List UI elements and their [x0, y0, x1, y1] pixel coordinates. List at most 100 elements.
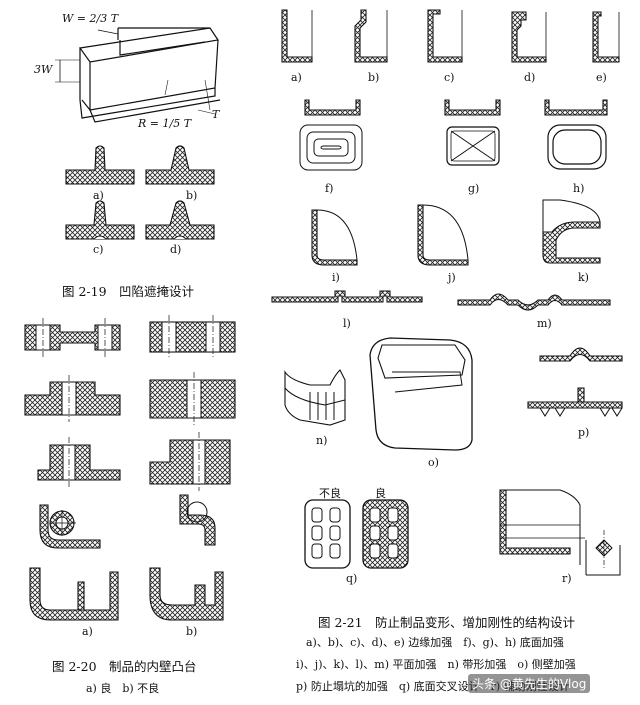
- fig19-label-a: a): [93, 189, 104, 202]
- fig20-row3-bad: [149, 439, 231, 485]
- fig20-label-a: a): [82, 625, 93, 638]
- fig20-row5-good: [29, 567, 119, 621]
- fig20-row5-bad: [149, 567, 224, 621]
- fig21-edge-e: [592, 11, 620, 63]
- fig20-caption: 图 2-20 制品的内壁凸台: [52, 659, 197, 674]
- fig21-aux-r-hidden: [500, 524, 585, 539]
- fig21-edge-a: [281, 9, 313, 63]
- fig19-isometric-channel: [55, 27, 221, 123]
- fig21-label-o: o): [428, 456, 439, 469]
- watermark: 头条 @黄先生的Vlog: [468, 674, 591, 693]
- fig21-collapse-p-tooth: [611, 407, 623, 417]
- fig21-collapse-p-tooth: [539, 407, 551, 417]
- fig21-aux-r-outline: [500, 489, 581, 565]
- fig21-bottom-g-frame: [446, 126, 500, 166]
- fig20-label-b: b): [186, 625, 198, 638]
- fig19-label-b: b): [186, 189, 198, 202]
- fig19-dim-3w: 3W: [34, 63, 53, 76]
- fig21-strip-n-band: [284, 387, 346, 406]
- fig21-bottom-f-section: [304, 99, 361, 116]
- fig20-boss-outline: [186, 501, 208, 523]
- fig21-sidewall-o: [369, 337, 473, 451]
- fig21-cross-q-bad-slot: [311, 543, 323, 559]
- fig21-label-b: b): [368, 71, 380, 84]
- fig21-label-p: p): [578, 426, 590, 439]
- fig21-strip-n-outline: [284, 369, 346, 426]
- fig21-caption: 图 2-21 防止制品变形、增加刚性的结构设计: [318, 615, 576, 630]
- fig21-cross-q-bad-slot: [329, 525, 341, 541]
- fig20-row5-rib: [77, 581, 85, 611]
- fig21-collapse-p-tooth: [599, 407, 611, 417]
- fig21-rigidity-designs: [271, 9, 623, 576]
- fig19-tee-recess: [173, 235, 187, 240]
- fig21-collapse-p-base: [527, 401, 623, 409]
- fig21-cross-q-bad-slot: [329, 543, 341, 559]
- fig21-plane-l: [271, 290, 423, 303]
- fig21-bottom-f-ring: [299, 124, 363, 171]
- fig21-label-a: a): [291, 71, 302, 84]
- fig21-edge-c: [427, 9, 463, 63]
- fig19-dim-w: W = 2/3 T: [62, 12, 119, 25]
- fig21-cross-q-bad-slot: [329, 507, 341, 523]
- fig21-label-k: k): [578, 271, 589, 284]
- fig21-bottom-f-ring: [306, 131, 356, 164]
- fig21-edge-b: [354, 9, 388, 63]
- fig21-cross-q-good-slot: [369, 543, 381, 559]
- fig21-plane-m: [457, 293, 611, 311]
- fig21-cross-q-bad: [304, 499, 351, 569]
- fig21-bottom-h-section: [544, 99, 608, 116]
- fig19-tee-profile: [145, 145, 215, 185]
- fig21-plane-j-outline: [422, 204, 469, 261]
- fig21-label-q: q): [346, 572, 358, 585]
- fig21-plane-i-outline: [316, 209, 358, 261]
- fig21-bottom-g-section: [444, 99, 501, 116]
- fig21-legend-line-2: i)、j)、k)、l)、m) 平面加强 n) 带形加强 o) 侧壁加强: [296, 658, 576, 671]
- fig19-tee-profile: [65, 200, 135, 240]
- fig21-label-g: g): [468, 182, 480, 195]
- fig21-plane-j: [417, 204, 469, 266]
- fig21-aux-r-wall: [499, 489, 571, 555]
- fig21-collapse-p-top: [539, 347, 623, 362]
- fig19-caption: 图 2-19 凹陷遮掩设计: [62, 284, 195, 299]
- fig21-legend-line-1: a)、b)、c)、d)、e) 边缘加强 f)、g)、h) 底面加强: [306, 636, 564, 649]
- fig21-sidewall-o-rim: [377, 344, 466, 379]
- fig21-bottom-f-ring: [313, 138, 349, 157]
- fig21-bottom-h-ring: [547, 124, 607, 170]
- fig21-edge-d: [511, 11, 547, 63]
- fig21-sidewall-o-opening: [392, 371, 463, 393]
- fig21-q-bad-label: 不良: [319, 487, 341, 500]
- fig21-bottom-g-frame-inner: [450, 130, 496, 162]
- fig20-subcaption: a) 良 b) 不良: [86, 682, 160, 695]
- fig21-collapse-p-tooth: [554, 407, 566, 417]
- fig21-aux-r-detail: [585, 540, 621, 576]
- fig21-label-m: m): [537, 317, 552, 330]
- fig21-plane-i: [311, 209, 358, 266]
- fig21-cross-q-good-slot: [387, 525, 399, 541]
- fig21-label-d: d): [524, 71, 536, 84]
- fig21-label-f: f): [325, 182, 334, 195]
- fig21-q-good-label: 良: [375, 487, 386, 500]
- fig21-cross-q-good-slot: [387, 543, 399, 559]
- fig21-label-l: l): [343, 317, 351, 330]
- fig21-label-e: e): [596, 71, 607, 84]
- fig21-cross-q-good-slot: [369, 525, 381, 541]
- fig21-label-c: c): [444, 71, 455, 84]
- fig21-cross-q-bad-slot: [311, 525, 323, 541]
- fig19-tee-recess: [93, 235, 107, 240]
- fig21-label-j: j): [448, 271, 456, 284]
- fig19-label-d: d): [170, 243, 182, 256]
- fig21-cross-q-good-slot: [369, 507, 381, 523]
- fig21-label-n: n): [316, 434, 328, 447]
- fig19-dim-r: R = 1/5 T: [138, 117, 192, 130]
- fig21-label-i: i): [332, 271, 340, 284]
- fig19-dim-t: T: [212, 108, 220, 121]
- fig19-label-c: c): [93, 243, 104, 256]
- fig19-tee-profile: [65, 145, 135, 185]
- fig21-bottom-h-ring: [552, 129, 602, 165]
- fig21-collapse-p-rib: [577, 387, 585, 403]
- fig21-bottom-f-ring: [320, 145, 342, 150]
- fig20-row3-good: [37, 444, 121, 481]
- fig20-row4-bad: [179, 494, 216, 546]
